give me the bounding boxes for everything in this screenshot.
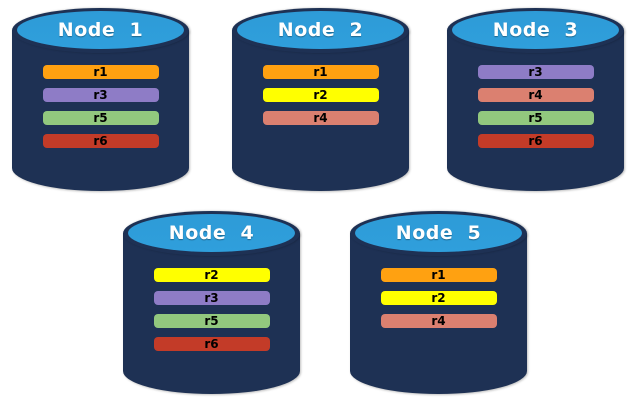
replica-bar-r6: r6 bbox=[153, 337, 270, 351]
replica-bar-r3: r3 bbox=[477, 65, 594, 79]
replica-list: r1 r2 r4 bbox=[380, 268, 497, 328]
cylinder-body bbox=[350, 233, 527, 394]
cylinder-top-face: Node 3 bbox=[452, 11, 619, 49]
replica-bar-r5: r5 bbox=[42, 111, 159, 125]
replica-bar-r3: r3 bbox=[42, 88, 159, 102]
cylinder-top-face: Node 2 bbox=[237, 11, 404, 49]
replica-bar-r2: r2 bbox=[262, 88, 379, 102]
replica-bar-r6: r6 bbox=[477, 134, 594, 148]
replica-bar-r5: r5 bbox=[477, 111, 594, 125]
replica-bar-r1: r1 bbox=[262, 65, 379, 79]
node-label: Node 5 bbox=[395, 222, 482, 244]
replica-bar-r1: r1 bbox=[42, 65, 159, 79]
replica-list: r3 r4 r5 r6 bbox=[477, 65, 594, 148]
replica-bar-r4: r4 bbox=[477, 88, 594, 102]
node-cylinder-4: Node 4 r2 r3 r5 r6 bbox=[123, 211, 300, 394]
node-label: Node 1 bbox=[57, 19, 144, 41]
replica-bar-r2: r2 bbox=[380, 291, 497, 305]
replica-bar-r4: r4 bbox=[380, 314, 497, 328]
cylinder-top-face: Node 5 bbox=[355, 214, 522, 252]
cylinder-top-face: Node 4 bbox=[128, 214, 295, 252]
replica-bar-r5: r5 bbox=[153, 314, 270, 328]
cylinder-top-face: Node 1 bbox=[17, 11, 184, 49]
cylinder-body bbox=[123, 233, 300, 394]
node-label: Node 4 bbox=[168, 222, 255, 244]
replica-bar-r4: r4 bbox=[262, 111, 379, 125]
node-label: Node 2 bbox=[277, 19, 364, 41]
node-cylinder-2: Node 2 r1 r2 r4 bbox=[232, 8, 409, 191]
node-cylinder-3: Node 3 r3 r4 r5 r6 bbox=[447, 8, 624, 191]
replica-list: r2 r3 r5 r6 bbox=[153, 268, 270, 351]
replica-bar-r6: r6 bbox=[42, 134, 159, 148]
replica-list: r1 r3 r5 r6 bbox=[42, 65, 159, 148]
replica-bar-r3: r3 bbox=[153, 291, 270, 305]
replica-bar-r2: r2 bbox=[153, 268, 270, 282]
cylinder-body bbox=[12, 30, 189, 191]
cylinder-body bbox=[447, 30, 624, 191]
node-cylinder-1: Node 1 r1 r3 r5 r6 bbox=[12, 8, 189, 191]
replica-list: r1 r2 r4 bbox=[262, 65, 379, 125]
node-label: Node 3 bbox=[492, 19, 579, 41]
node-cylinder-5: Node 5 r1 r2 r4 bbox=[350, 211, 527, 394]
cylinder-body bbox=[232, 30, 409, 191]
replica-bar-r1: r1 bbox=[380, 268, 497, 282]
